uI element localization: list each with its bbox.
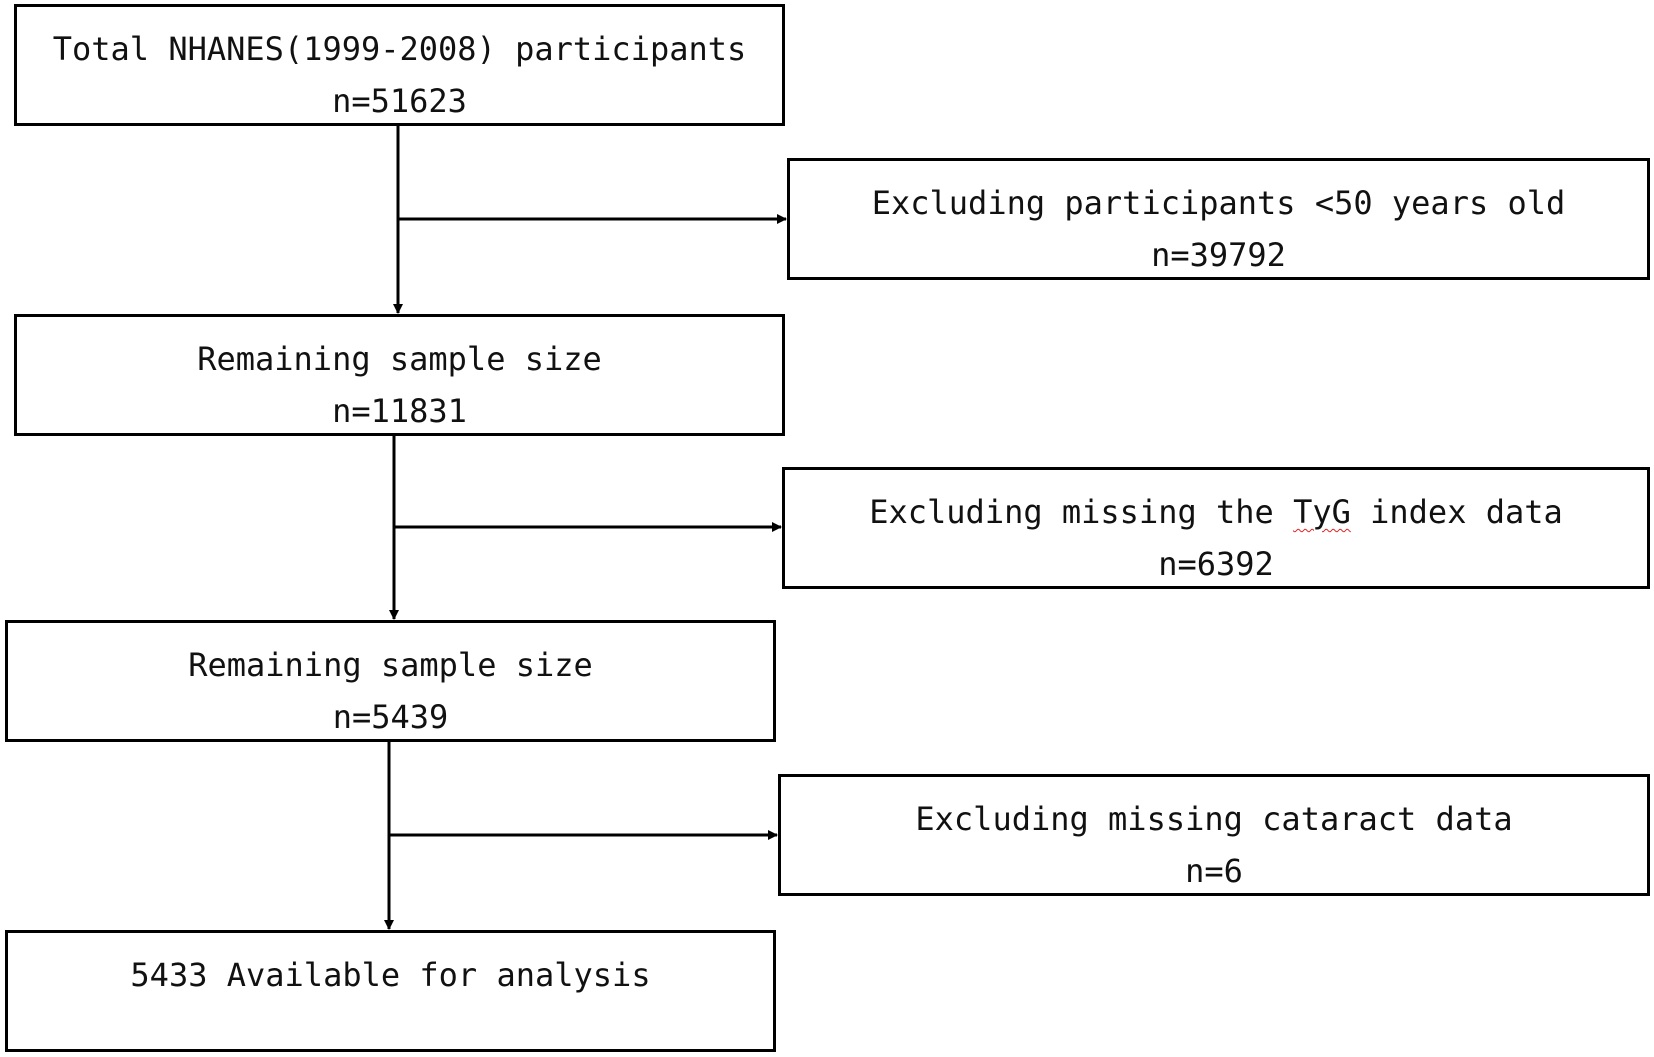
final-analysis-box: 5433 Available for analysis [5,930,776,1052]
exclude-tyg-label: Excluding missing the TyG index data [869,493,1563,531]
remaining-sample-box-2: Remaining sample size n=5439 [5,620,776,742]
exclude-tyg-box: Excluding missing the TyG index data n=6… [782,467,1650,589]
exclude-cataract-count: n=6 [1185,852,1243,890]
exclude-cataract-box: Excluding missing cataract data n=6 [778,774,1650,896]
spellcheck-flagged-word: TyG [1293,493,1351,531]
total-participants-count: n=51623 [332,82,467,120]
exclude-age-count: n=39792 [1151,236,1286,274]
total-participants-label: Total NHANES(1999-2008) participants [52,30,747,68]
exclude-tyg-count: n=6392 [1158,545,1274,583]
final-analysis-label: 5433 Available for analysis [130,956,651,994]
total-participants-box: Total NHANES(1999-2008) participants n=5… [14,4,785,126]
remaining-sample-box-1: Remaining sample size n=11831 [14,314,785,436]
remaining-sample-count-1: n=11831 [332,392,467,430]
exclude-age-box: Excluding participants <50 years old n=3… [787,158,1650,280]
exclude-age-label: Excluding participants <50 years old [871,184,1566,222]
remaining-sample-count-2: n=5439 [332,698,449,736]
remaining-sample-label-2: Remaining sample size [188,646,593,684]
remaining-sample-label-1: Remaining sample size [197,340,602,378]
exclude-cataract-label: Excluding missing cataract data [915,800,1513,838]
